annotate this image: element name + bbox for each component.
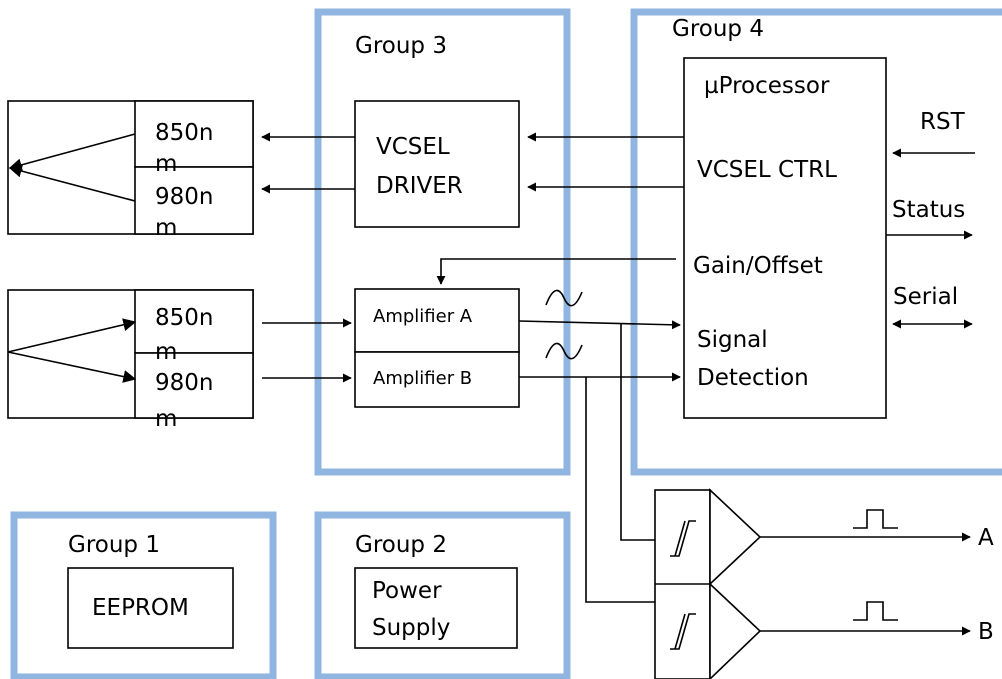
rx-850nm-label: 850n [155, 305, 213, 331]
status-label: Status [892, 197, 965, 223]
power-supply-block [354, 567, 518, 649]
eeprom-label: EEPROM [92, 595, 189, 621]
serial-label: Serial [893, 284, 958, 310]
rx-fiber-line-lower [7, 351, 137, 383]
vcsel-driver-label-line2: DRIVER [376, 173, 463, 199]
eeprom-block [67, 567, 234, 649]
sine-wave-icon [545, 342, 583, 360]
group1-title: Group 1 [68, 532, 160, 558]
tx-980nm-cell [134, 166, 254, 235]
group4-title: Group 4 [672, 16, 764, 42]
microprocessor-block [683, 57, 887, 419]
tap-a-to-comparator-line [620, 324, 660, 541]
comparator-b-triangle [709, 582, 762, 679]
tap-b-to-comparator-line [585, 377, 660, 603]
tx-980nm-label-cont: m [155, 215, 177, 241]
tx-fiber-line-upper [8, 133, 136, 172]
group2-frame [314, 511, 571, 679]
amplifier-a-label: Amplifier A [373, 306, 473, 327]
group3-frame [314, 8, 571, 476]
power-supply-label-line2: Supply [372, 615, 450, 641]
amplifier-b-label: Amplifier B [373, 368, 472, 389]
output-b-label: B [978, 619, 994, 645]
group4-frame [630, 8, 1002, 476]
group2-title: Group 2 [355, 532, 447, 558]
rx-850nm-cell [134, 289, 254, 354]
tx-fiber-line-lower [8, 164, 136, 202]
vcsel-driver-block [354, 100, 520, 228]
vcsel-driver-label-line1: VCSEL [376, 134, 450, 160]
comparator-a-triangle [709, 488, 762, 586]
rx-850nm-label-cont: m [155, 339, 177, 365]
output-a-label: A [978, 525, 994, 551]
pulse-icon [853, 509, 898, 529]
sine-wave-icon [545, 289, 583, 307]
group3-title: Group 3 [355, 33, 447, 59]
schmitt-trigger-icon [670, 613, 696, 650]
schmitt-trigger-icon [670, 520, 696, 557]
rx-980nm-cell [134, 352, 254, 419]
microprocessor-label: µProcessor [704, 73, 830, 99]
amp-a-to-detection-line [518, 320, 681, 330]
signal-detection-label-line2: Detection [697, 365, 809, 391]
rst-label: RST [920, 109, 966, 135]
rx-980nm-label-cont: m [155, 406, 177, 432]
amplifier-b-block [354, 351, 520, 408]
gain-offset-label: Gain/Offset [693, 253, 823, 279]
tx-850nm-label: 850n [155, 120, 213, 146]
tx-850nm-label-cont: m [155, 151, 177, 177]
amplifier-a-block [354, 288, 520, 353]
group1-frame [10, 511, 277, 679]
pulse-icon [853, 601, 898, 621]
tx-980nm-label: 980n [155, 184, 213, 210]
vcsel-ctrl-label: VCSEL CTRL [697, 157, 837, 183]
rx-fiber-line-upper [7, 318, 137, 353]
gain-offset-feedback-line [436, 258, 676, 285]
rx-980nm-label: 980n [155, 370, 213, 396]
power-supply-label-line1: Power [372, 578, 442, 604]
signal-detection-label-line1: Signal [697, 327, 768, 353]
